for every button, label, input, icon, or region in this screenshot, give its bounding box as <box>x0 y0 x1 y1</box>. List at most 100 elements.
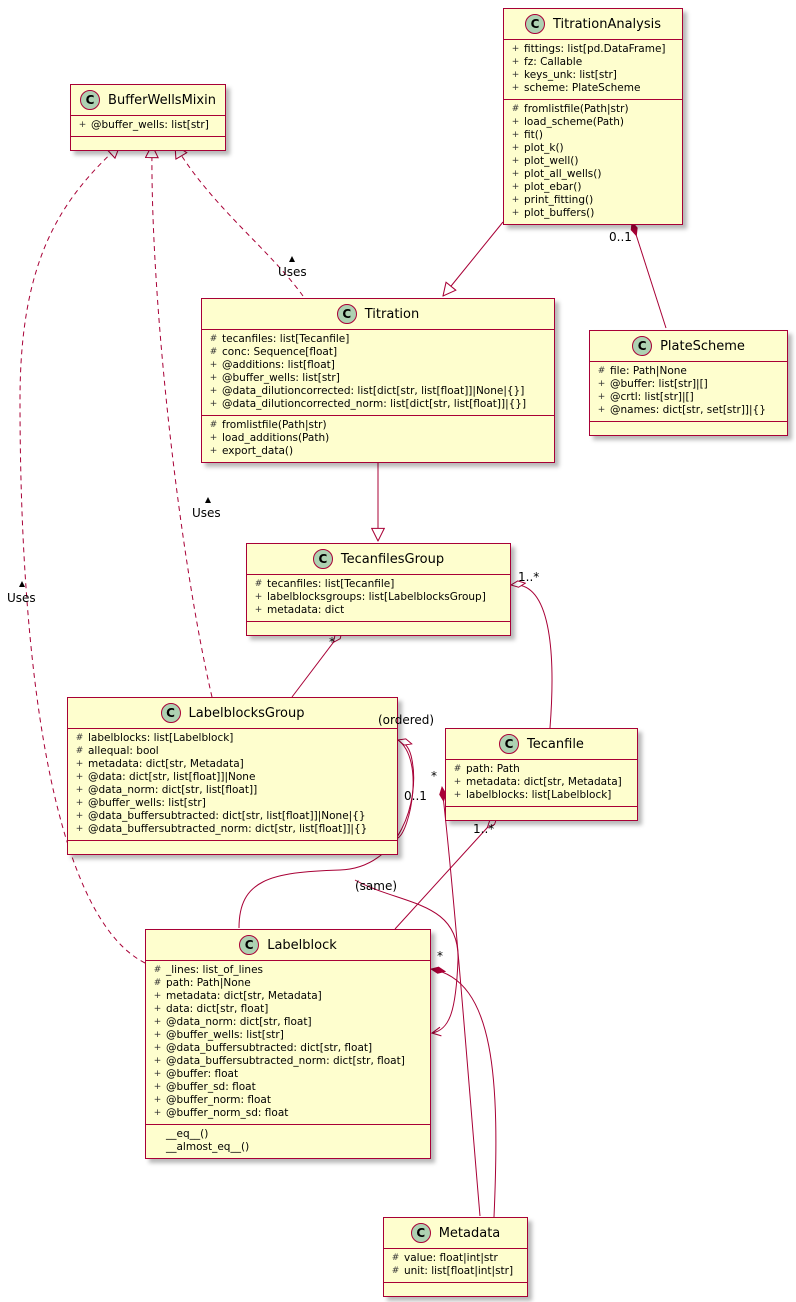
visibility-marker: + <box>75 785 84 795</box>
class-header: C Metadata <box>384 1218 527 1249</box>
member-text: load_scheme(Path) <box>524 116 624 128</box>
member-text: __almost_eq__() <box>166 1141 250 1153</box>
class-name: Titration <box>364 306 420 322</box>
class-name: Tecanfile <box>527 736 584 752</box>
class-field: + data: dict[str, float] <box>152 1003 430 1016</box>
class-method: #fromlistfile(Path|str) <box>510 103 682 116</box>
member-text: print_fitting() <box>524 194 594 206</box>
class-c-icon: C <box>499 734 520 754</box>
class-field: +keys_unk: list[str] <box>510 69 682 82</box>
class-method: __almost_eq__() <box>152 1141 430 1154</box>
class-field: #conc: Sequence[float] <box>208 346 554 359</box>
member-text: plot_ebar() <box>524 181 582 193</box>
class-methods <box>590 422 787 435</box>
class-field: #labelblocks: list[Labelblock] <box>74 732 397 745</box>
class-titration-analysis[interactable]: C TitrationAnalysis + fittings: list[pd.D… <box>503 8 683 225</box>
class-field: +labelblocksgroups: list[LabelblocksGrou… <box>253 591 510 604</box>
member-text: fittings: list[pd.DataFrame] <box>524 43 666 55</box>
member-text: @buffer_sd: float <box>166 1081 256 1093</box>
class-methods <box>384 1283 527 1296</box>
class-header: C Titration <box>202 299 554 330</box>
class-field: +@buffer: float <box>152 1068 430 1081</box>
visibility-marker: + <box>153 1095 162 1105</box>
uses-label-lbg: Uses <box>192 506 221 520</box>
class-metadata[interactable]: C Metadata # value: float|int|str#unit: l… <box>383 1217 528 1297</box>
member-text: @data_dilutioncorrected_norm: list[dict[… <box>222 398 527 410</box>
edge-tfg-lbg <box>291 631 342 698</box>
visibility-marker: + <box>153 1030 162 1040</box>
visibility-marker: + <box>153 1004 162 1014</box>
visibility-marker: + <box>254 605 263 615</box>
class-methods: __eq__()__almost_eq__() <box>146 1125 430 1158</box>
class-c-icon: C <box>80 90 101 110</box>
visibility-marker: + <box>153 1056 162 1066</box>
class-methods: #fromlistfile(Path|str)+load_additions(P… <box>202 416 554 462</box>
ordered-label: (ordered) <box>378 713 435 727</box>
class-field: +metadata: dict[str, Metadata] <box>152 990 430 1003</box>
class-methods <box>68 841 397 854</box>
visibility-marker: + <box>75 798 84 808</box>
class-field: + @buffer_wells: list[str] <box>77 119 225 132</box>
member-text: @buffer_wells: list[str] <box>91 119 209 131</box>
member-text: @buffer_norm: float <box>166 1094 271 1106</box>
class-c-icon: C <box>524 14 545 34</box>
class-field: #unit: list[float|int|str] <box>390 1265 527 1278</box>
class-name: TecanfilesGroup <box>340 551 445 567</box>
class-fields: #path: Path+metadata: dict[str, Metadata… <box>446 760 637 807</box>
visibility-marker: # <box>153 978 162 988</box>
class-field: +fz: Callable <box>510 56 682 69</box>
visibility-marker: + <box>153 991 162 1001</box>
visibility-marker: + <box>511 208 520 218</box>
member-text: @buffer_wells: list[str] <box>88 797 206 809</box>
member-text: value: float|int|str <box>404 1252 498 1264</box>
class-method: + plot_k() <box>510 142 682 155</box>
class-labelblocks-group[interactable]: C LabelblocksGroup #labelblocks: list[La… <box>67 697 398 855</box>
class-plate-scheme[interactable]: C PlateScheme #file: Path|None+@buffer: … <box>589 330 788 436</box>
multiplicity-analysis-scheme: 0..1 <box>609 230 632 244</box>
member-text: metadata: dict <box>267 604 345 616</box>
member-text: plot_well() <box>524 155 579 167</box>
visibility-marker: # <box>391 1266 400 1276</box>
class-field: +@buffer_wells: list[str] <box>208 372 554 385</box>
class-field: +metadata: dict[str, Metadata] <box>452 776 637 789</box>
class-field: +@data_buffersubtracted_norm: dict[str, … <box>152 1055 430 1068</box>
edge-tfg-tecanfile <box>511 585 553 729</box>
class-titration[interactable]: C Titration #tecanfiles: list[Tecanfile]… <box>201 298 555 463</box>
class-tecanfile[interactable]: C Tecanfile #path: Path+metadata: dict[s… <box>445 728 638 821</box>
class-buffer-wells-mixin[interactable]: C BufferWellsMixin +@buffer_wells: list[… <box>70 84 226 151</box>
class-methods <box>446 807 637 820</box>
visibility-marker: + <box>75 824 84 834</box>
class-method: +plot_buffers() <box>510 207 682 220</box>
visibility-marker: + <box>511 182 520 192</box>
visibility-marker: + <box>254 592 263 602</box>
class-name: LabelblocksGroup <box>188 705 305 721</box>
visibility-marker: # <box>597 366 606 376</box>
visibility-marker: + <box>511 130 520 140</box>
class-name: Labelblock <box>267 937 337 953</box>
class-labelblock[interactable]: C Labelblock #_lines: list_of_lines#path… <box>145 929 431 1159</box>
visibility-marker: # <box>153 965 162 975</box>
member-text: plot_k() <box>524 142 564 154</box>
class-field: +@crtl: list[str]|[] <box>596 391 787 404</box>
visibility-marker: # <box>209 420 218 430</box>
edge-analysis-scheme <box>632 222 667 329</box>
class-tecanfiles-group[interactable]: C TecanfilesGroup #tecanfiles: list[Teca… <box>246 543 511 636</box>
same-label: (same) <box>355 879 398 893</box>
visibility-marker: + <box>78 120 87 130</box>
class-field: +labelblocks: list[Labelblock] <box>452 789 637 802</box>
member-text: __eq__() <box>166 1128 209 1140</box>
class-header: C TitrationAnalysis <box>504 9 682 40</box>
class-method: + plot_ebar() <box>510 181 682 194</box>
class-field: +@buffer_norm_sd: float <box>152 1107 430 1120</box>
member-text: @buffer: float <box>166 1068 239 1080</box>
visibility-marker: + <box>511 143 520 153</box>
member-text: data: dict[str, float] <box>166 1003 269 1015</box>
class-method: +load_scheme(Path) <box>510 116 682 129</box>
member-text: plot_all_wells() <box>524 168 602 180</box>
member-text: fromlistfile(Path|str) <box>524 103 629 115</box>
class-field: + @buffer_norm: float <box>152 1094 430 1107</box>
class-field: +@data_buffersubtracted: dict[str, list[… <box>74 810 397 823</box>
visibility-marker: + <box>209 433 218 443</box>
class-method: +fit() <box>510 129 682 142</box>
member-text: @additions: list[float] <box>222 359 335 371</box>
